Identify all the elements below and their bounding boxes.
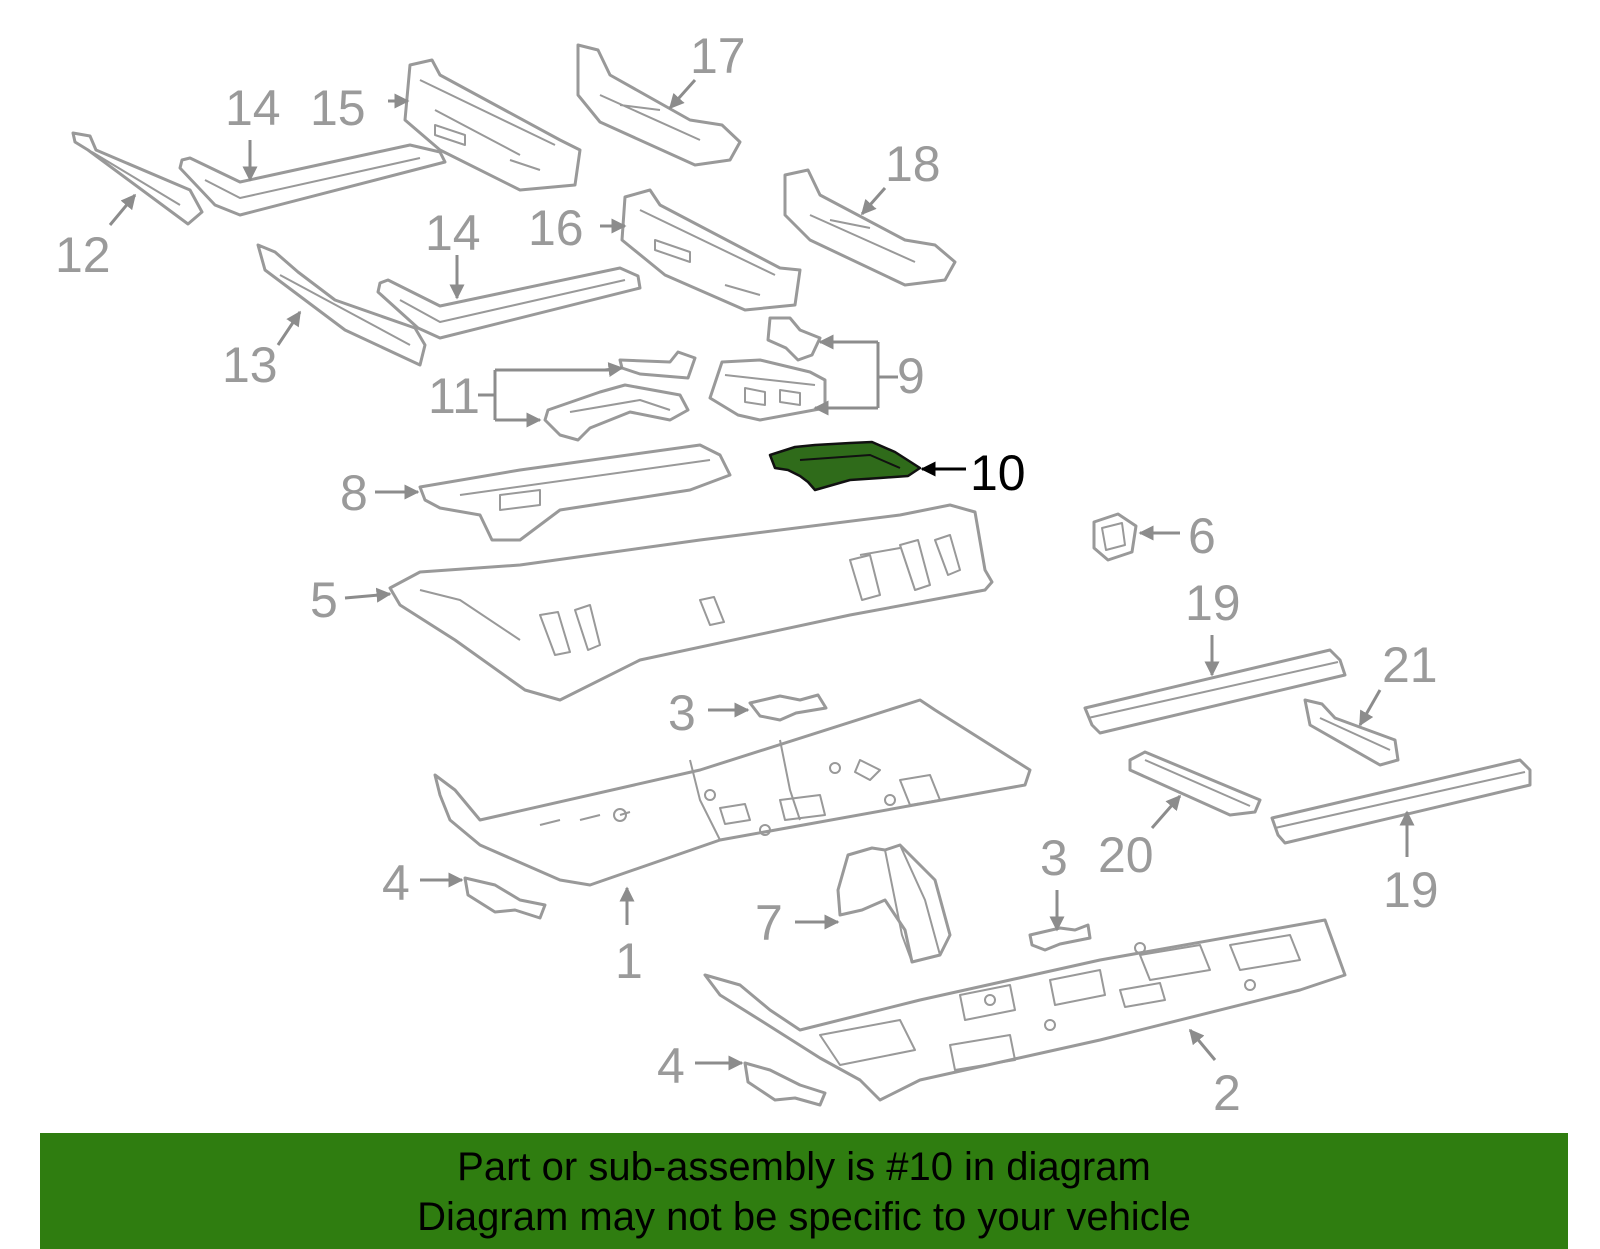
callout-label-19: 19 [1383,862,1439,918]
part-3-lower [1028,923,1092,952]
callout-label-14: 14 [225,80,281,136]
part-19-upper [1083,648,1347,735]
callout-label-20: 20 [1098,827,1154,883]
callout-label-21: 21 [1382,637,1438,693]
callout-label-6: 6 [1188,508,1216,564]
part-14-lower [376,266,642,340]
part-8 [418,443,732,542]
info-banner: Part or sub-assembly is #10 in diagram D… [40,1133,1568,1249]
callout-label-5: 5 [310,572,338,628]
part-11-upper [618,350,697,380]
callout-label-18: 18 [885,136,941,192]
callout-label-14: 14 [425,205,481,261]
part-21 [1303,698,1400,767]
part-5 [388,503,994,702]
callout-label-17: 17 [690,28,746,84]
callout-label-8: 8 [340,465,368,521]
callout-label-10: 10 [970,445,1026,501]
part-4-upper [463,876,547,920]
callout-label-19: 19 [1185,575,1241,631]
banner-line-1: Part or sub-assembly is #10 in diagram [457,1145,1151,1189]
callout-label-16: 16 [528,200,584,256]
part-4-lower [743,1061,827,1107]
banner-line-2: Diagram may not be specific to your vehi… [417,1195,1191,1239]
part-9-box [708,358,827,422]
part-17 [576,43,742,167]
part-12 [71,131,204,226]
part-15 [403,58,582,192]
part-19-lower [1270,758,1532,845]
callout-label-2: 2 [1213,1065,1241,1121]
callout-leaders [108,79,1415,1071]
callout-label-4: 4 [382,855,410,911]
part-6 [1092,512,1138,562]
part-20 [1128,750,1262,817]
part-10-highlighted [768,440,922,492]
part-9-bracket [766,316,822,362]
callout-label-13: 13 [222,337,278,393]
part-11-lower [543,383,690,442]
part-1 [433,698,1032,887]
callout-label-3: 3 [1040,830,1068,886]
part-18 [783,168,957,287]
part-16 [620,188,802,312]
part-13 [256,243,427,367]
callout-label-9: 9 [897,348,925,404]
callout-label-12: 12 [55,227,111,283]
part-7 [836,843,952,964]
part-14-upper [178,143,447,217]
part-2 [703,918,1347,1102]
callout-label-11: 11 [428,368,480,424]
callout-label-1: 1 [615,933,643,989]
callout-label-15: 15 [310,80,366,136]
callout-label-7: 7 [755,895,783,951]
callout-label-4: 4 [657,1038,685,1094]
part-3-upper [748,693,828,722]
callout-label-3: 3 [668,685,696,741]
